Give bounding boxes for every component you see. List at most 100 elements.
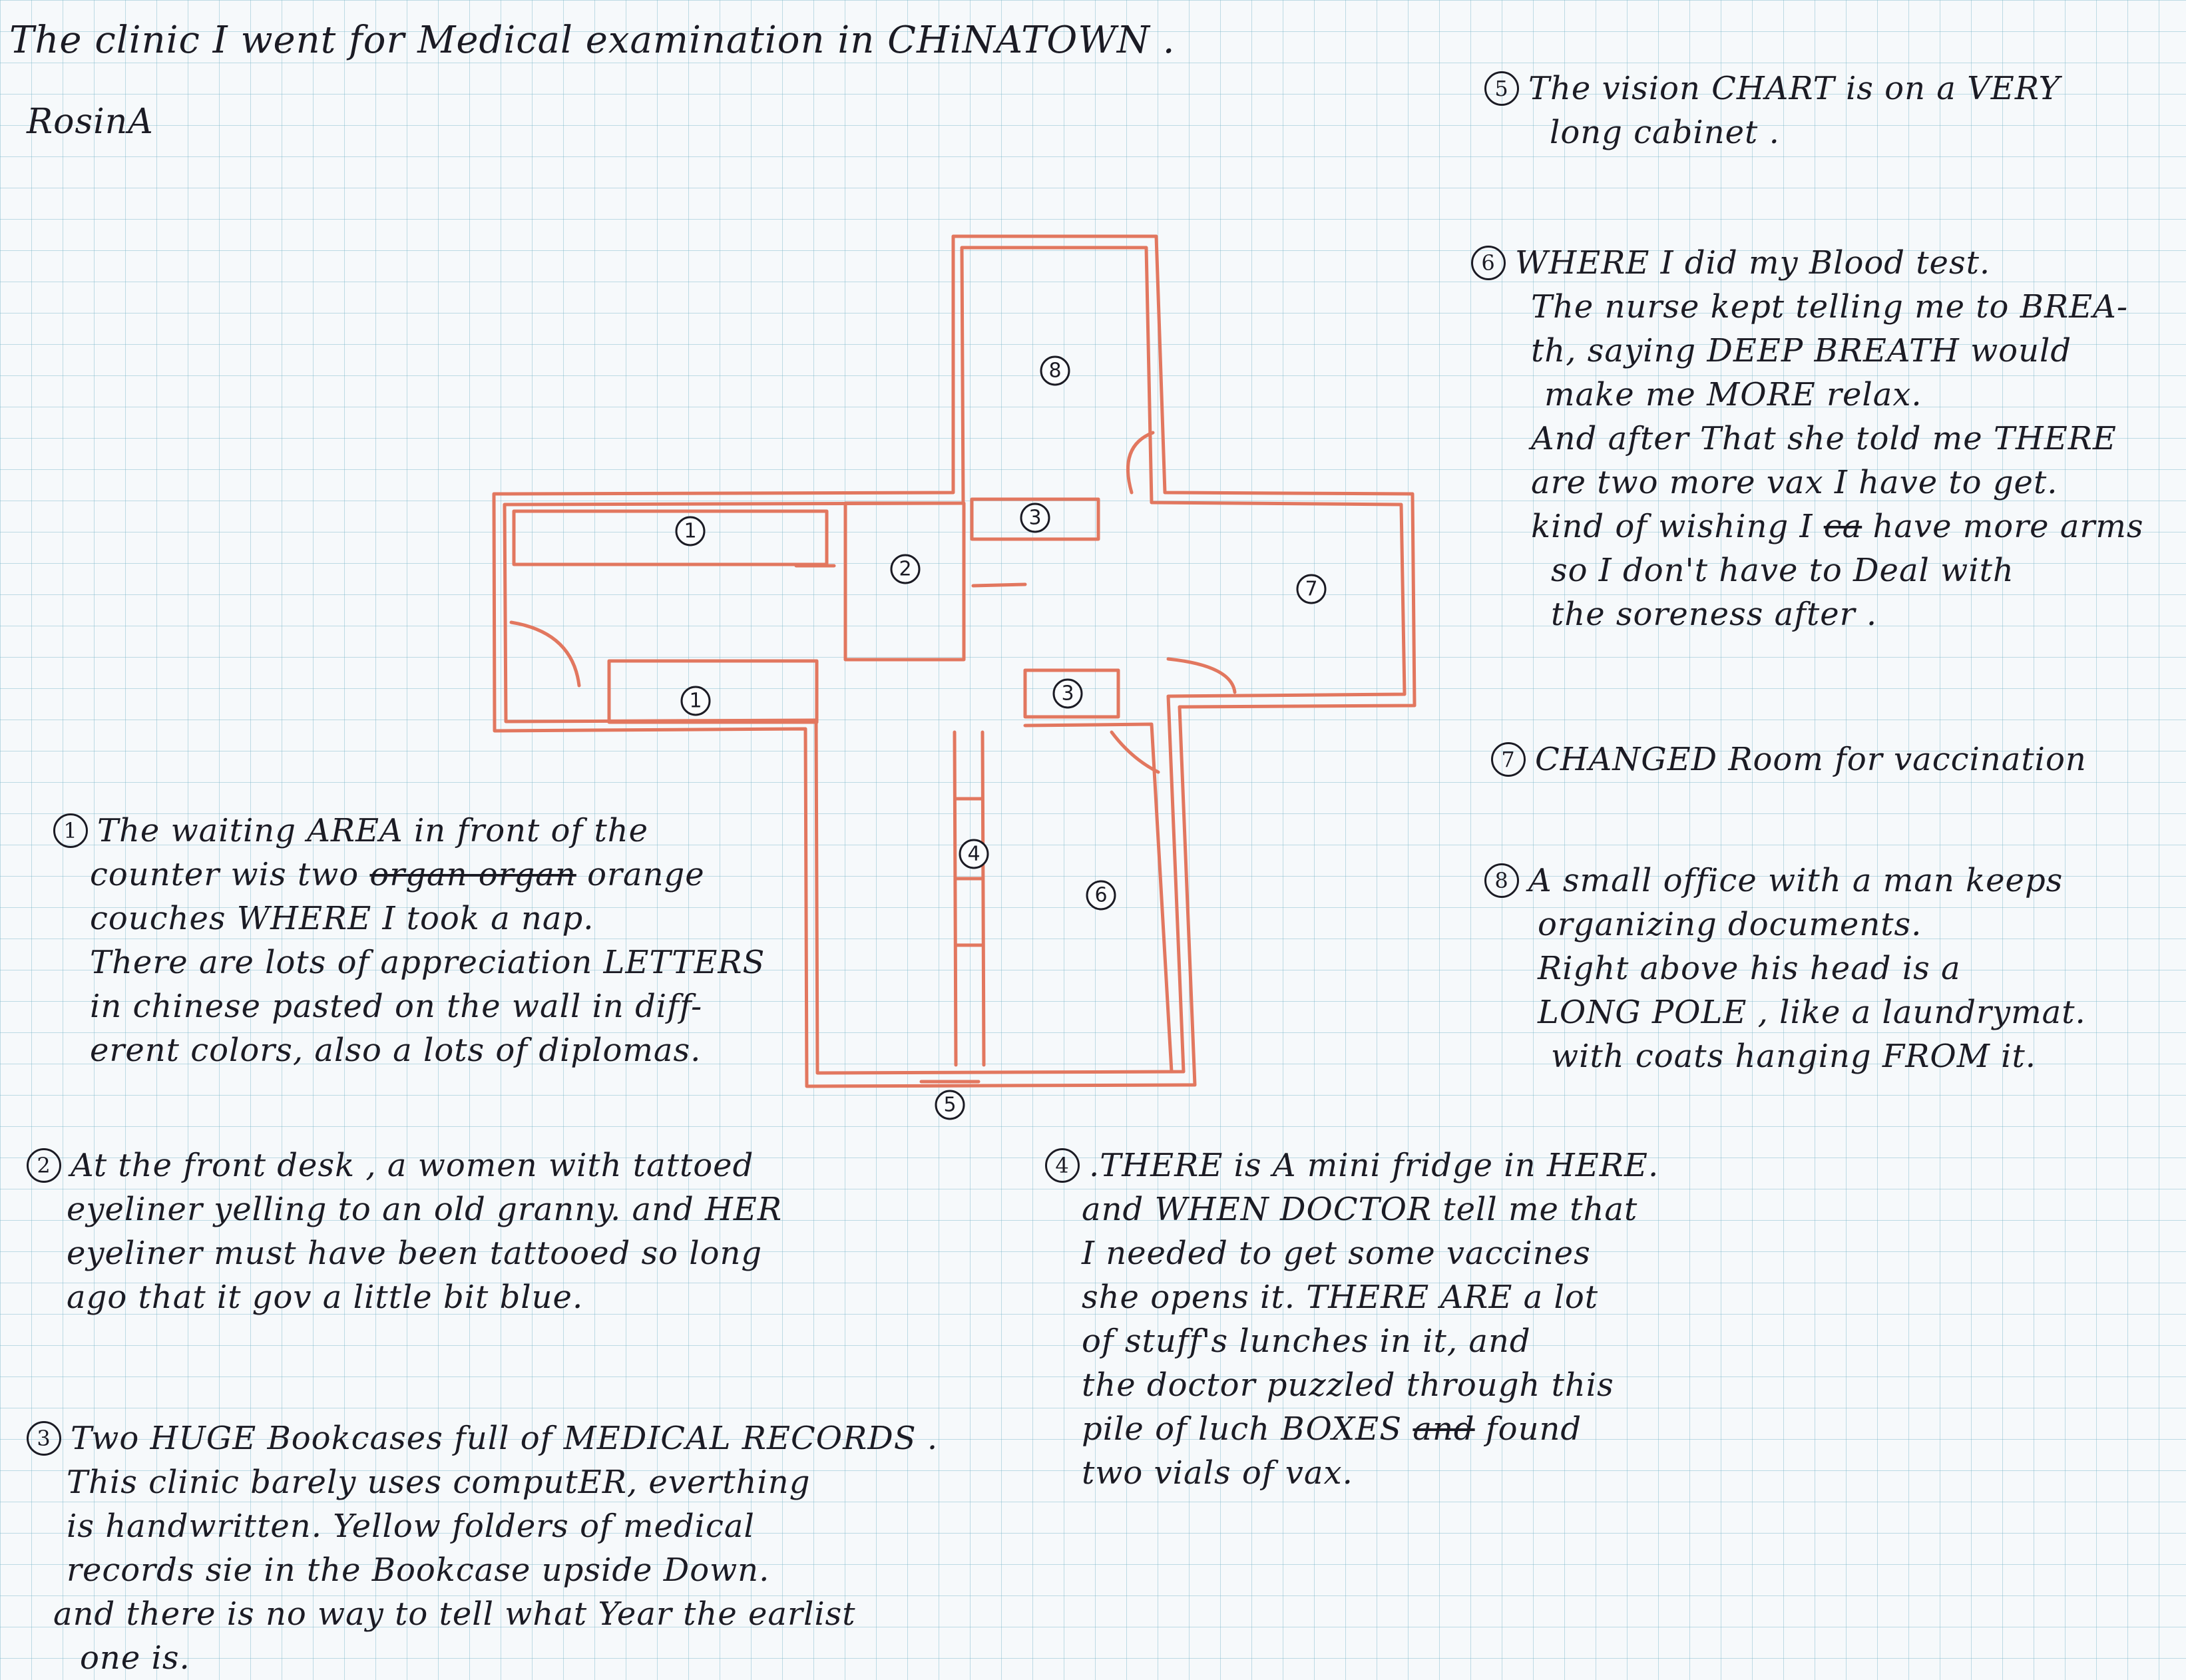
note-number: 6 bbox=[1471, 245, 1506, 280]
note-line: couches WHERE I took a nap. bbox=[90, 900, 594, 937]
room-marker: 1 bbox=[675, 516, 706, 546]
note-4: 4 .THERE is A mini fridge in HERE. and WH… bbox=[1045, 1144, 1659, 1495]
note-line: kind of wishing I bbox=[1531, 508, 1813, 545]
room-marker: 5 bbox=[935, 1090, 965, 1120]
note-line: make me MORE relax. bbox=[1544, 376, 1922, 413]
room-marker-label: 7 bbox=[1305, 578, 1317, 601]
note-line: erent colors, also a lots of diplomas. bbox=[90, 1032, 702, 1069]
note-line: and WHEN DOCTOR tell me that bbox=[1082, 1191, 1638, 1228]
note-line: eyeliner must have been tattooed so long bbox=[67, 1235, 763, 1272]
note-line: with coats hanging FROM it. bbox=[1551, 1038, 2036, 1075]
room-marker-label: 3 bbox=[1028, 507, 1041, 530]
note-line: the doctor puzzled through this bbox=[1082, 1366, 1614, 1404]
note-line: of stuff's lunches in it, and bbox=[1082, 1323, 1531, 1360]
inner-wall bbox=[503, 246, 1407, 1075]
note-line: This clinic barely uses computER, everth… bbox=[67, 1464, 811, 1501]
note-number: 2 bbox=[27, 1148, 61, 1183]
room-marker: 1 bbox=[680, 686, 711, 716]
bookcase-lower bbox=[1023, 668, 1120, 719]
outer-wall bbox=[492, 234, 1417, 1088]
note-line: organizing documents. bbox=[1538, 906, 1922, 943]
room-marker: 6 bbox=[1086, 880, 1116, 911]
note-line: counter wis two bbox=[90, 856, 359, 893]
waiting-bench-upper bbox=[512, 509, 829, 566]
room-marker-label: 1 bbox=[689, 690, 702, 713]
note-line: have more arms bbox=[1862, 508, 2144, 545]
door-swing-room6 bbox=[1110, 730, 1160, 774]
room-marker: 3 bbox=[1020, 503, 1050, 533]
note-3: 3 Two HUGE Bookcases full of MEDICAL RECO… bbox=[27, 1416, 938, 1680]
front-desk bbox=[843, 501, 966, 662]
note-line: so I don't have to Deal with bbox=[1551, 552, 2014, 589]
room-marker-label: 1 bbox=[684, 520, 696, 543]
waiting-bench-lower bbox=[607, 659, 819, 724]
note-line: found bbox=[1474, 1410, 1582, 1448]
door-swing-top bbox=[1126, 431, 1155, 495]
partition-desk bbox=[971, 582, 1027, 588]
note-number: 8 bbox=[1484, 863, 1519, 898]
note-line: The vision CHART is on a VERY bbox=[1528, 70, 2061, 107]
note-line: in chinese pasted on the wall in diff- bbox=[90, 988, 703, 1025]
note-line: CHANGED Room for vaccination bbox=[1535, 741, 2087, 778]
struck-text: organ organ bbox=[369, 856, 576, 893]
note-2: 2 At the front desk , a women with tattoe… bbox=[27, 1144, 782, 1319]
note-line: And after That she told me THERE bbox=[1531, 420, 2117, 457]
note-line: long cabinet . bbox=[1550, 114, 1780, 151]
fridge-shelves bbox=[954, 797, 984, 947]
room-marker-label: 6 bbox=[1094, 884, 1107, 907]
note-line: eyeliner yelling to an old granny. and H… bbox=[67, 1191, 783, 1228]
note-line: The nurse kept telling me to BREA- bbox=[1531, 288, 2129, 325]
room-marker: 4 bbox=[959, 839, 989, 869]
door-swing-right bbox=[1166, 657, 1237, 694]
note-line: There are lots of appreciation LETTERS bbox=[90, 944, 765, 981]
room-marker: 3 bbox=[1052, 678, 1083, 709]
note-number: 7 bbox=[1491, 741, 1526, 777]
partition-corridor bbox=[953, 730, 986, 1067]
note-line: Two HUGE Bookcases full of MEDICAL RECOR… bbox=[71, 1420, 939, 1457]
room-marker: 2 bbox=[890, 554, 921, 584]
door-swing-left bbox=[509, 620, 581, 688]
room-marker-label: 5 bbox=[943, 1094, 956, 1117]
room-marker-label: 2 bbox=[899, 558, 911, 581]
author-name: RosinA bbox=[27, 102, 154, 142]
note-line: WHERE I did my Blood test. bbox=[1515, 244, 1991, 282]
note-8: 8 A small office with a man keeps organiz… bbox=[1484, 859, 2086, 1078]
page-title: The clinic I went for Medical examinatio… bbox=[9, 19, 1176, 62]
note-number: 3 bbox=[27, 1420, 61, 1456]
note-line: th, saying DEEP BREATH would bbox=[1531, 332, 2072, 369]
note-line: pile of luch BOXES bbox=[1082, 1410, 1403, 1448]
note-line: two vials of vax. bbox=[1082, 1454, 1353, 1492]
room-marker: 8 bbox=[1040, 355, 1070, 386]
note-line: records sie in the Bookcase upside Down. bbox=[67, 1552, 770, 1589]
note-number: 1 bbox=[53, 813, 88, 848]
room-marker-label: 4 bbox=[967, 843, 980, 866]
note-line: ago that it gov a little bit blue. bbox=[67, 1279, 584, 1316]
note-line: Right above his head is a bbox=[1538, 950, 1961, 987]
struck-text: ca bbox=[1823, 508, 1862, 545]
note-line: LONG POLE , like a laundrymat. bbox=[1538, 994, 2086, 1031]
note-line: is handwritten. Yellow folders of medica… bbox=[67, 1508, 755, 1545]
note-number: 5 bbox=[1484, 71, 1519, 106]
note-number: 4 bbox=[1045, 1148, 1080, 1183]
note-line: the soreness after . bbox=[1551, 596, 1878, 633]
room-marker-label: 3 bbox=[1061, 682, 1074, 706]
note-line: At the front desk , a women with tattoed bbox=[71, 1147, 754, 1184]
note-line: .THERE is A mini fridge in HERE. bbox=[1089, 1147, 1659, 1184]
room-marker: 7 bbox=[1296, 574, 1327, 604]
note-line: are two more vax I have to get. bbox=[1531, 464, 2058, 501]
note-6: 6 WHERE I did my Blood test. The nurse ke… bbox=[1471, 241, 2144, 636]
partition-room6 bbox=[1023, 722, 1174, 1074]
note-line: and there is no way to tell what Year th… bbox=[53, 1595, 856, 1633]
struck-text: and bbox=[1413, 1410, 1475, 1448]
note-5: 5 The vision CHART is on a VERY long cabi… bbox=[1484, 67, 2060, 154]
partition-left bbox=[794, 562, 836, 568]
note-line: I needed to get some vaccines bbox=[1082, 1235, 1591, 1272]
note-line: she opens it. THERE ARE a lot bbox=[1082, 1279, 1599, 1316]
note-line: A small office with a man keeps bbox=[1528, 862, 2064, 899]
note-line: one is. bbox=[80, 1639, 190, 1677]
room-marker-label: 8 bbox=[1048, 359, 1061, 383]
note-line: orange bbox=[576, 856, 705, 893]
